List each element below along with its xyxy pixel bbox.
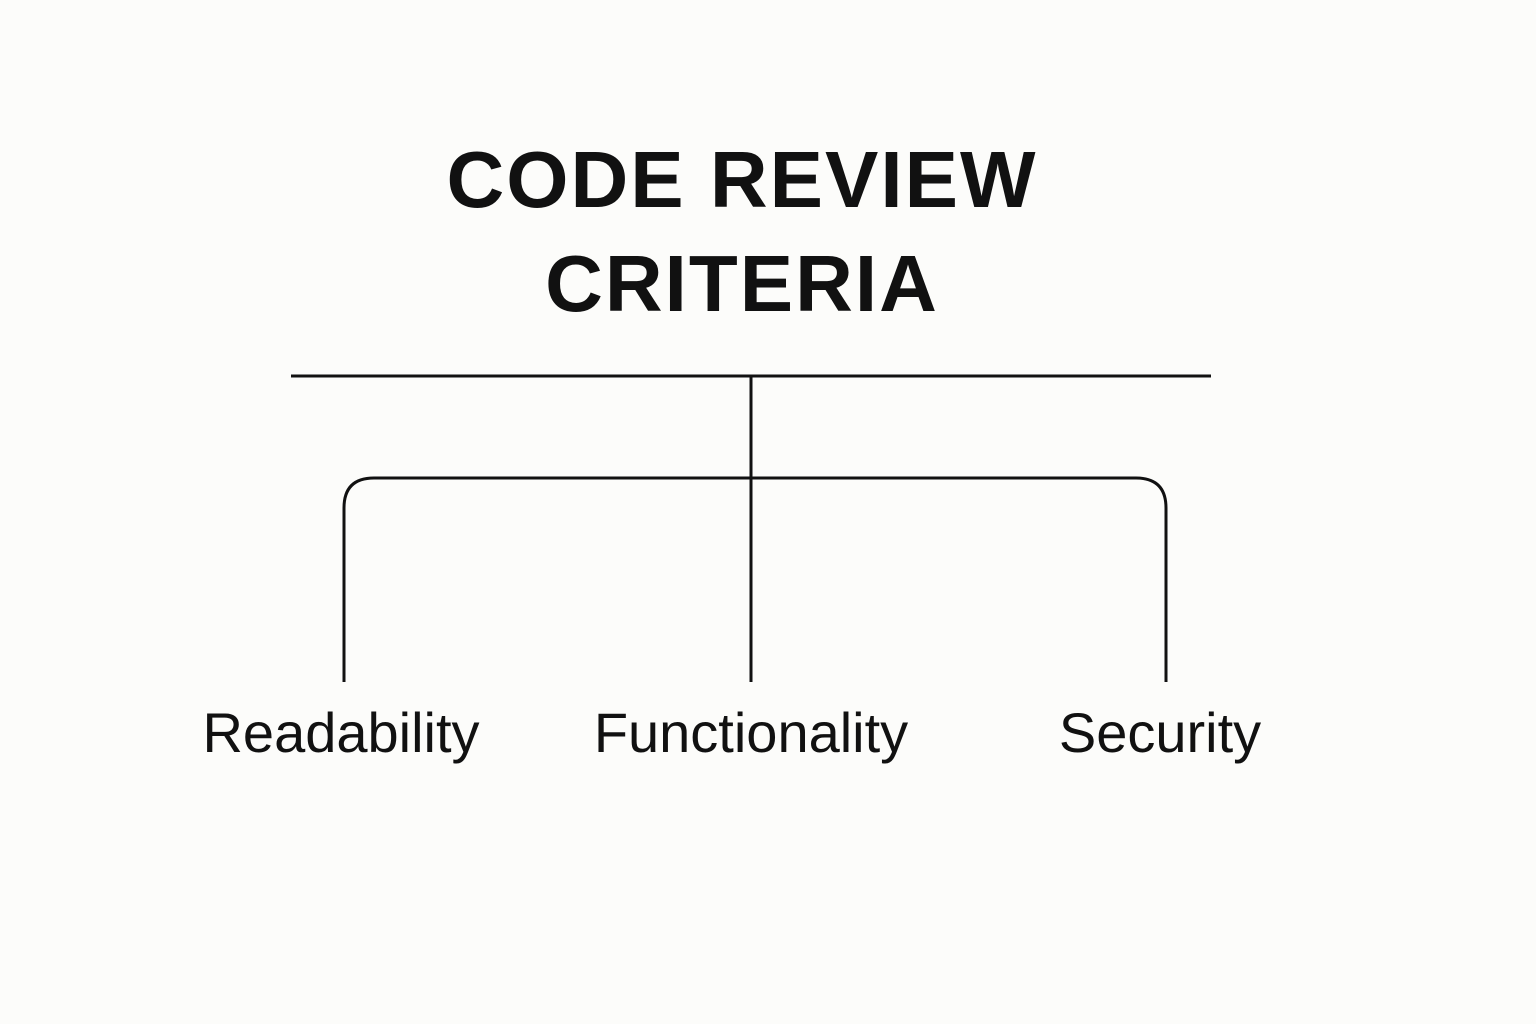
branch-bracket [342,476,1168,682]
diagram-title-line-2: CRITERIA [545,239,939,328]
criterion-functionality: Functionality [593,701,909,764]
criterion-security: Security [1058,701,1262,764]
diagram-title-line-1: CODE REVIEW [446,135,1038,224]
criterion-readability: Readability [202,701,480,764]
